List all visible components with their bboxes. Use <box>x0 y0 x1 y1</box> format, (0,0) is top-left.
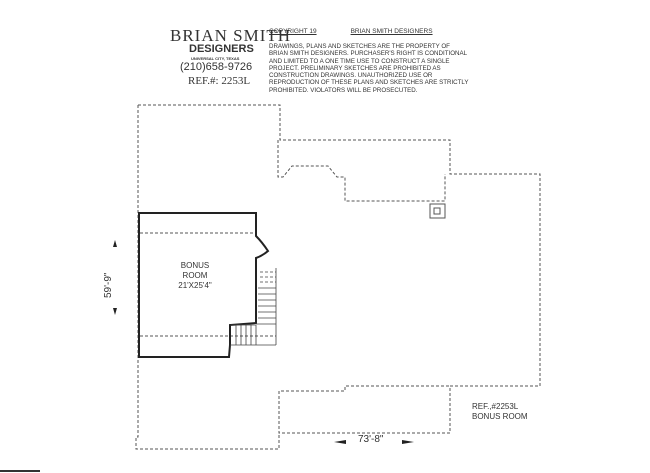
arrow-up-icon <box>113 240 117 247</box>
room-size: 21'X25'4" <box>178 281 212 290</box>
chimney-icon <box>429 203 446 219</box>
arrow-down-icon <box>113 308 117 315</box>
room-label: BONUS ROOM 21'X25'4" <box>165 261 225 291</box>
plan-caption-ref: REF.,#2253L <box>472 402 519 411</box>
roof-notch <box>277 140 446 202</box>
width-dimension: 73'-8" <box>358 434 384 445</box>
house-footprint <box>135 105 280 450</box>
bonus-room-walls <box>138 212 270 358</box>
plan-reference: REF.#: 2253L <box>188 75 251 87</box>
staircase <box>230 268 277 346</box>
depth-dimension: 59'-9" <box>103 272 114 298</box>
dimension-arrows <box>113 240 414 444</box>
room-name-line2: ROOM <box>182 271 208 280</box>
company-subtitle: DESIGNERS <box>189 43 254 55</box>
company-phone: (210)658-9726 <box>180 61 253 73</box>
arrow-right-icon <box>402 440 414 444</box>
copyright-notice: DRAWINGS, PLANS AND SKETCHES ARE THE PRO… <box>269 43 469 94</box>
copyright-owner: BRIAN SMITH DESIGNERS <box>350 28 433 35</box>
copyright-line: COPYRIGHT 19 BRIAN SMITH DESIGNERS <box>269 28 467 35</box>
plan-caption: REF.,#2253L BONUS ROOM <box>472 402 528 422</box>
company-city: UNIVERSAL CITY, TEXAS <box>191 56 240 61</box>
company-name: BRIAN SMITH <box>170 26 292 45</box>
plan-caption-title: BONUS ROOM <box>472 412 528 421</box>
room-name-line1: BONUS <box>180 261 210 270</box>
copyright-label: COPYRIGHT 19 <box>269 28 317 35</box>
arrow-left-icon <box>334 440 346 444</box>
house-outline <box>138 104 541 434</box>
